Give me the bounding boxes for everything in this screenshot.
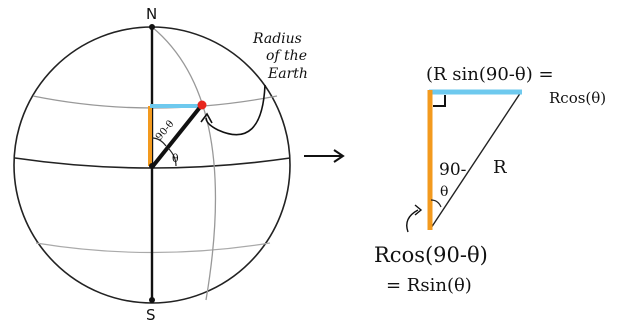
- bottom-angle-arc: [430, 199, 442, 208]
- annotation-line-2: of the: [266, 48, 307, 64]
- theta-arc: [167, 147, 177, 167]
- top-label: (R sin(90-θ) =: [426, 64, 554, 85]
- angle-label-line-2: θ: [440, 184, 448, 200]
- angle-label-line-1: 90-: [439, 160, 466, 180]
- bottom-label-line-2: = Rsin(θ): [386, 275, 472, 296]
- complement-arc: [151, 137, 167, 147]
- bottom-pointer: [406, 209, 419, 233]
- north-label: N: [146, 5, 157, 23]
- hypotenuse: [430, 91, 522, 229]
- center-dot: [149, 163, 155, 169]
- right-angle-marker: [433, 95, 446, 107]
- meridian-line: [151, 26, 217, 301]
- south-label: S: [146, 306, 156, 322]
- north-pole-dot: [149, 24, 155, 30]
- transition-arrow: [304, 149, 345, 163]
- right-triangle: (R sin(90-θ) = Rcos(θ) 90- θ R Rcos(90-θ…: [374, 64, 606, 296]
- hypotenuse-label: R: [493, 157, 507, 178]
- annotation-arrowhead: [200, 112, 213, 124]
- annotation-line-3: Earth: [267, 66, 308, 82]
- top-label-right: Rcos(θ): [549, 89, 606, 107]
- radius-line: [151, 104, 203, 168]
- bottom-label-line-1: Rcos(90-θ): [374, 243, 488, 267]
- surface-point: [197, 100, 207, 110]
- south-pole-dot: [149, 297, 155, 303]
- annotation-line-1: Radius: [252, 31, 302, 47]
- globe: N S θ 90-θ Radius of the Earth: [13, 5, 308, 322]
- annotation-arrow: [205, 84, 266, 136]
- theta-label: θ: [172, 152, 179, 165]
